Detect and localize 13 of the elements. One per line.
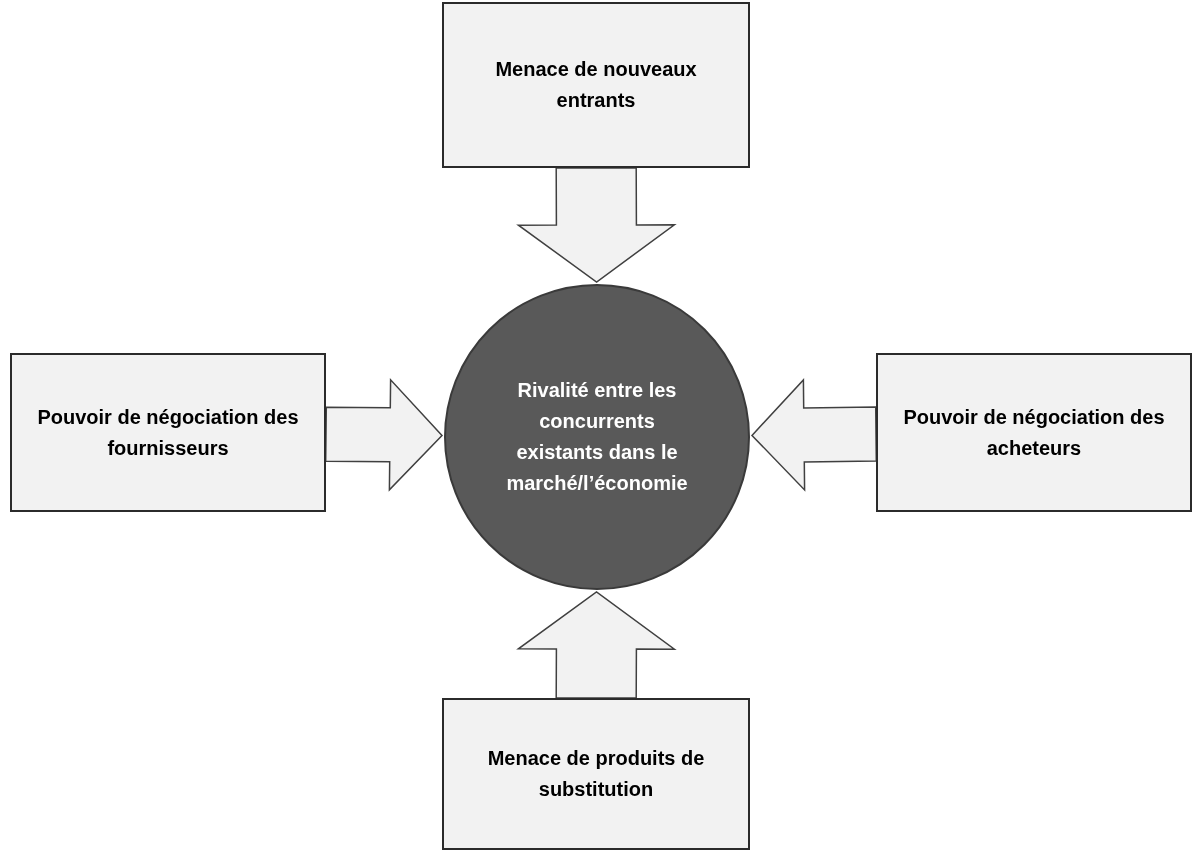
block-arrow (516, 591, 677, 699)
block-arrow (516, 167, 677, 283)
node-label: Pouvoir de négociation des fournisseurs (36, 404, 300, 461)
force-box (876, 353, 1192, 512)
node-label: Pouvoir de négociation des acheteurs (902, 404, 1166, 461)
block-arrow (750, 378, 878, 492)
node-label: Menace de nouveaux entrants (494, 57, 698, 113)
force-box (442, 2, 750, 168)
force-box (442, 698, 750, 850)
block-arrow (324, 377, 444, 492)
force-box (10, 353, 326, 512)
node-label: Menace de produits de substitution (486, 746, 706, 802)
node-label: Rivalité entre les concurrents existants dans le marché/l’économie (505, 378, 689, 496)
